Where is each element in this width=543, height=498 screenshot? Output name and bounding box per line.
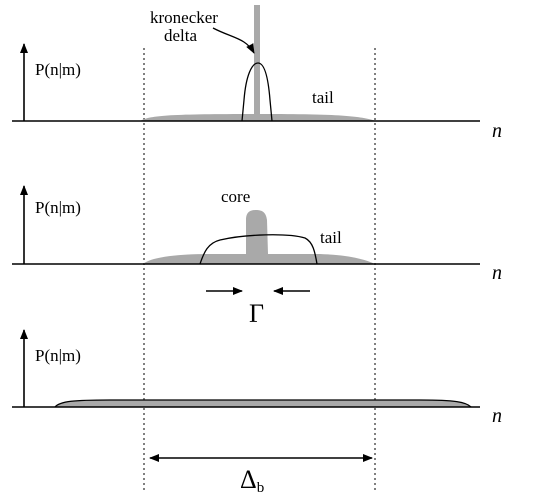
panel-3-x-label: n [492,405,502,427]
delta-b-label: Δb [240,465,264,496]
panel-3: P(n|m) n [12,329,502,427]
panel-2-tail-label: tail [320,228,342,247]
gamma-label: Γ [249,299,264,328]
kronecker-label: kronecker [150,8,218,27]
panel-2-envelope-curve [199,234,318,265]
panel-1: P(n|m) kronecker delta tail n [12,5,502,142]
panel-1-x-label: n [492,120,502,142]
panel-3-outline [54,399,472,408]
panel-1-tail-label: tail [312,88,334,107]
panel-2-y-label: P(n|m) [35,198,81,217]
delta-b-subscript: b [257,480,265,496]
panel-1-y-label: P(n|m) [35,60,81,79]
kronecker-arrow [212,27,255,54]
core-label: core [221,187,250,206]
panel-3-broad-fill [55,400,471,407]
delta-b-indicator: Δb [149,454,373,496]
panel-2-tail-fill [143,210,375,264]
delta-b-symbol: Δ [240,465,257,494]
panel-2: P(n|m) core tail n Γ [12,185,502,328]
panel-3-y-label: P(n|m) [35,346,81,365]
delta-label: delta [164,26,197,45]
panel-2-x-label: n [492,262,502,284]
panel-1-envelope-curve [241,62,273,122]
